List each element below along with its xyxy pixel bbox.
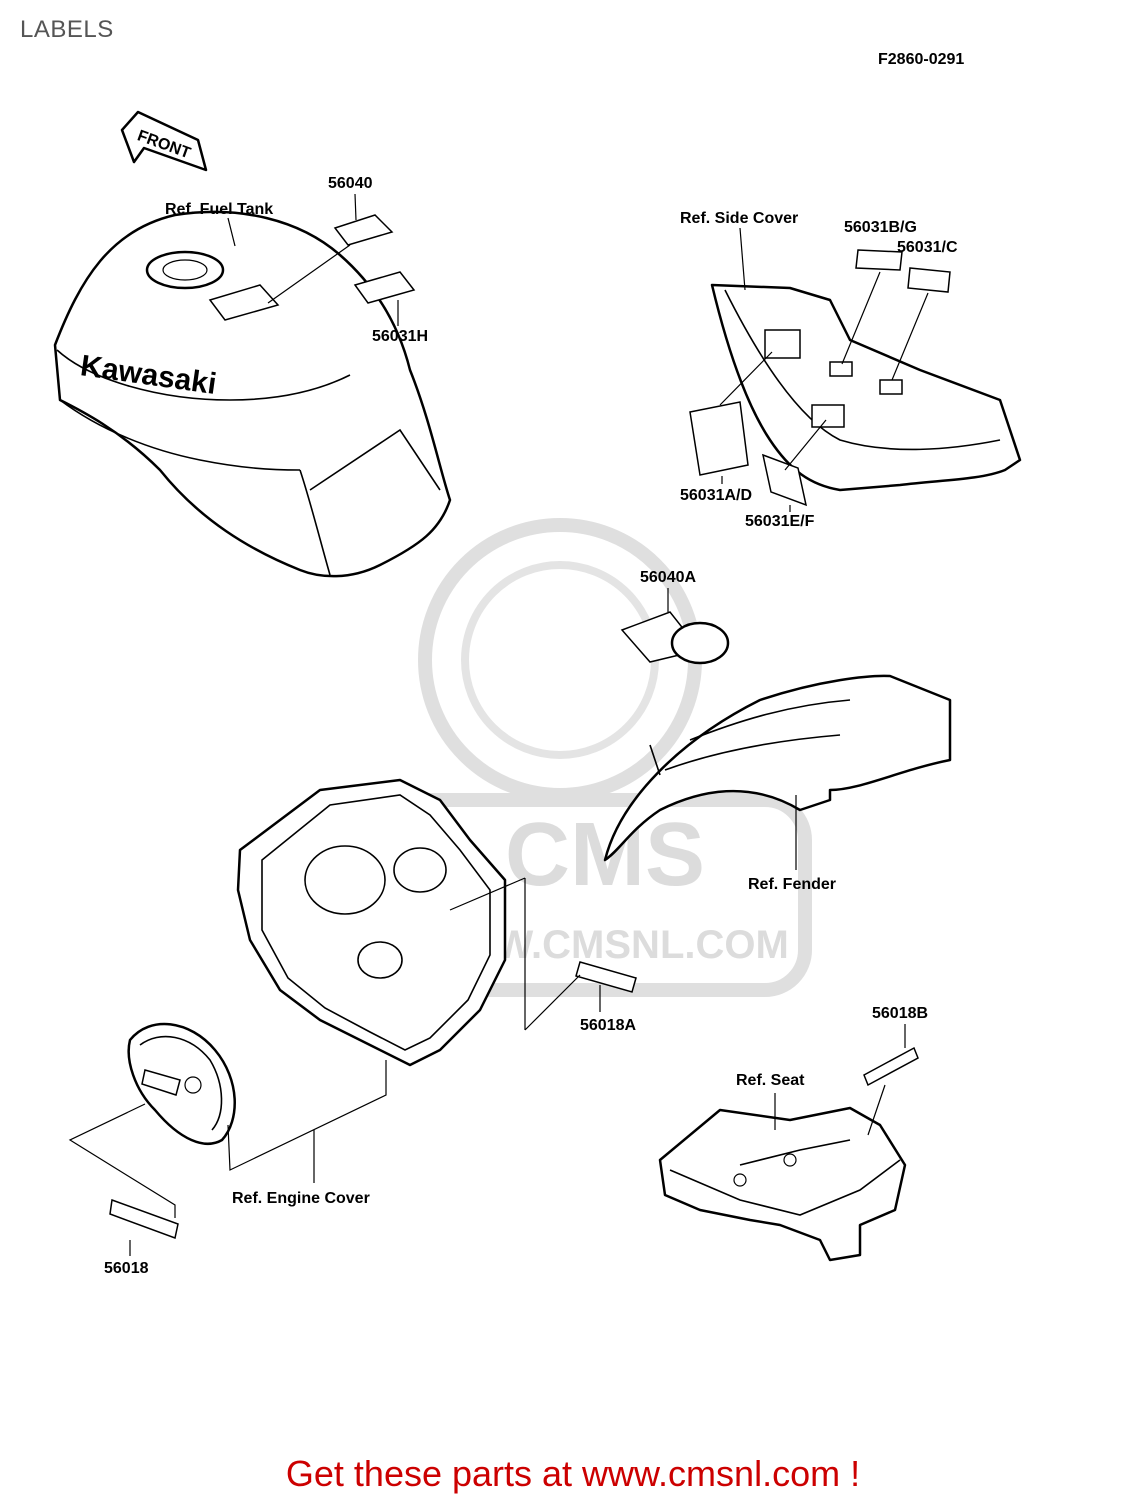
- part-56031h: 56031H: [372, 328, 428, 345]
- label-56031bg-plate: [855, 249, 903, 271]
- label-56018a-plate: [575, 961, 637, 993]
- rear-fender: [603, 674, 952, 862]
- label-56040-plate: [333, 214, 394, 246]
- footer-promo[interactable]: Get these parts at www.cmsnl.com !: [285, 1453, 861, 1494]
- engine-cover: [236, 778, 526, 1067]
- part-56031bg: 56031B/G: [844, 219, 917, 236]
- part-56031ef: 56031E/F: [745, 513, 815, 530]
- part-56018: 56018: [104, 1260, 149, 1277]
- part-56018a: 56018A: [580, 1017, 636, 1034]
- ref-fender: Ref. Fender: [748, 876, 836, 893]
- seat-cowl: [658, 1106, 907, 1262]
- front-arrow: FRONT: [120, 110, 208, 172]
- label-56040a-plate: [620, 611, 730, 665]
- label-56018b-plate: [863, 1046, 919, 1087]
- part-56040a: 56040A: [640, 569, 696, 586]
- figure-code: F2860-0291: [878, 51, 964, 68]
- label-56031h-plate: [353, 271, 416, 304]
- label-56031ef-plate: [761, 453, 808, 507]
- part-56031ad: 56031A/D: [680, 487, 752, 504]
- part-56031c: 56031/C: [897, 239, 958, 256]
- page-title: LABELS: [20, 16, 114, 43]
- ref-seat: Ref. Seat: [736, 1072, 805, 1089]
- fuel-tank: Kawasaki: [53, 210, 452, 578]
- generator-cover: [127, 1022, 236, 1145]
- ref-fuel-tank: Ref. Fuel Tank: [165, 201, 273, 218]
- ref-engine-cover: Ref. Engine Cover: [232, 1190, 370, 1207]
- ref-side-cover: Ref. Side Cover: [680, 210, 798, 227]
- label-56031c-plate: [907, 267, 951, 293]
- label-56018-plate: [109, 1198, 179, 1240]
- part-56040: 56040: [328, 175, 373, 192]
- label-56031ad-plate: [689, 401, 749, 476]
- watermark-logo-text: CMS: [505, 805, 705, 905]
- part-56018b: 56018B: [872, 1005, 928, 1022]
- side-cover: [710, 283, 1022, 492]
